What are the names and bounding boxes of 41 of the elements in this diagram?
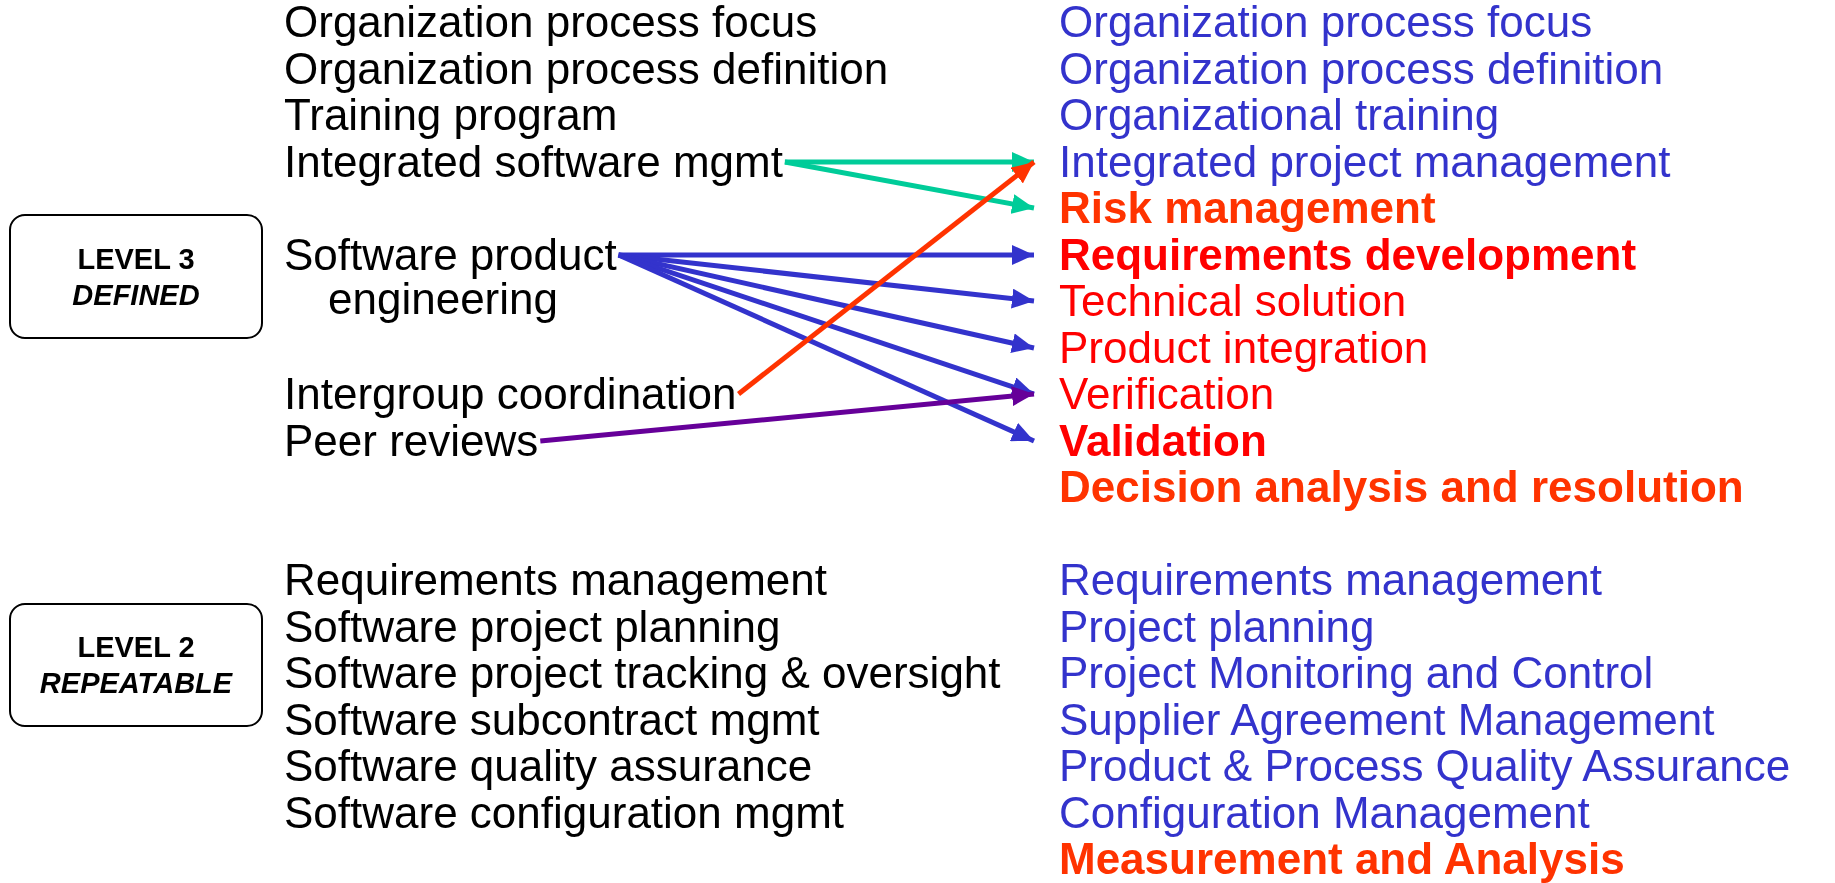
key-process-area-text: Integrated software mgmt <box>284 139 783 184</box>
arrow <box>617 252 1036 444</box>
level-number: LEVEL 3 <box>77 241 195 277</box>
process-area-text: Decision analysis and resolution <box>1059 465 1744 509</box>
process-area-text: Organization process focus <box>1059 0 1593 44</box>
process-area-text: Supplier Agreement Management <box>1059 697 1715 742</box>
key-process-area-text: Software configuration mgmt <box>284 790 845 835</box>
key-process-area-text: Organization process definition <box>284 46 889 91</box>
process-area-text: Measurement and Analysis <box>1059 837 1625 881</box>
level-number: LEVEL 2 <box>77 630 195 665</box>
process-area-text: Requirements management <box>1059 558 1602 602</box>
key-process-area-text: Software project planning <box>284 604 781 649</box>
level-name: DEFINED <box>72 277 200 313</box>
level-box <box>9 603 263 727</box>
process-area-text: Technical solution <box>1034 279 1407 323</box>
key-process-area-text: Peer reviews <box>284 418 539 463</box>
process-area-text: Configuration Management <box>1059 790 1590 835</box>
process-area-text: Organizational training <box>1059 93 1500 137</box>
key-process-area-text: Software quality assurance <box>284 744 813 788</box>
process-area-text: Project Monitoring and Control <box>1059 651 1654 695</box>
level-box <box>9 214 263 339</box>
process-area-text: Validation <box>1034 418 1267 463</box>
arrow <box>540 386 1035 444</box>
process-area-text: Product & Process Quality Assurance <box>1059 744 1791 788</box>
process-area-text: Project planning <box>1059 604 1375 649</box>
process-area-text: Integrated project management <box>1034 139 1671 184</box>
arrow <box>784 159 1035 214</box>
key-process-area-text: Intergroup coordination <box>284 372 737 416</box>
key-process-area-text: Training program <box>284 93 618 137</box>
process-area-text: Risk management <box>1034 186 1436 230</box>
process-area-text: Requirements development <box>1034 232 1637 277</box>
process-area-text: Verification <box>1034 372 1275 416</box>
level-name: REPEATABLE <box>39 666 233 701</box>
key-process-area-text: Software product engineering <box>284 232 684 321</box>
key-process-area-text: Software project tracking & oversight <box>284 651 1001 695</box>
process-area-text: Organization process definition <box>1059 46 1664 91</box>
key-process-area-text: Organization process focus <box>284 0 818 44</box>
arrow <box>737 160 1036 396</box>
process-area-text: Product integration <box>1034 325 1429 370</box>
key-process-area-text: Software subcontract mgmt <box>284 697 820 742</box>
key-process-area-text: Requirements management <box>284 558 827 602</box>
